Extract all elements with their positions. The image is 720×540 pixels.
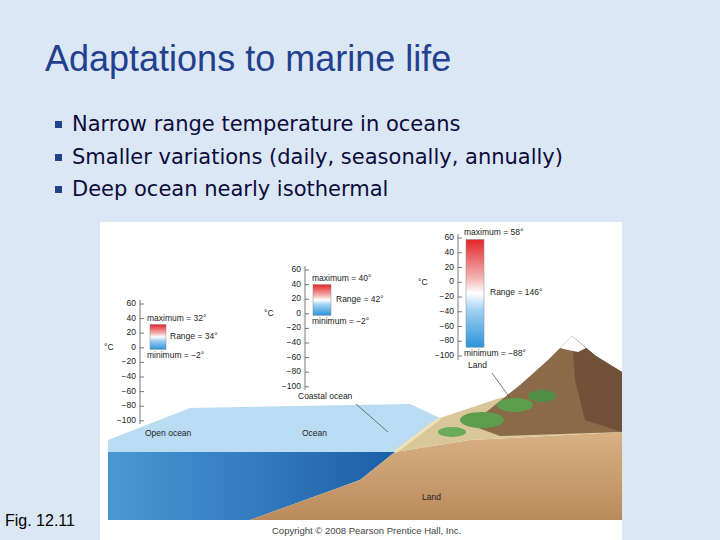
tick-label: 60	[292, 265, 301, 275]
bullet-text: Narrow range temperature in oceans	[72, 112, 460, 136]
minimum-label: minimum = −88°	[464, 349, 526, 359]
temperature-axis	[305, 266, 309, 390]
vegetation	[528, 390, 556, 402]
tick-label: 20	[127, 328, 136, 338]
bullet-marker	[55, 186, 62, 193]
region-label: Coastal ocean	[298, 392, 352, 402]
temperature-axis	[458, 234, 462, 360]
range-bar	[313, 285, 331, 316]
tick-label: −100	[435, 351, 454, 361]
region-label: Ocean	[302, 429, 327, 439]
tick-label: −40	[287, 338, 301, 348]
tick-label: −80	[440, 336, 454, 346]
tick-label: 60	[127, 299, 136, 309]
tick-label: −60	[122, 387, 136, 397]
tick-label: −80	[122, 401, 136, 411]
region-label: Land	[422, 493, 441, 503]
bullet-text: Deep ocean nearly isothermal	[72, 177, 388, 201]
temperature-axis	[140, 300, 144, 424]
leader-line	[356, 404, 388, 432]
tick-label: −20	[122, 357, 136, 367]
snow-cap	[560, 336, 586, 352]
range-label: Range = 146°	[490, 288, 542, 298]
tick-label: 60	[445, 233, 454, 243]
maximum-label: maximum = 32°	[147, 314, 206, 324]
unit-label: °C	[264, 309, 274, 319]
maximum-label: maximum = 40°	[312, 274, 371, 284]
tick-label: 0	[449, 277, 454, 287]
tick-label: −20	[440, 292, 454, 302]
tick-label: −60	[440, 322, 454, 332]
range-label: Range = 34°	[170, 332, 218, 342]
tick-label: −40	[122, 372, 136, 382]
tick-label: 40	[445, 248, 454, 258]
ocean-surface	[108, 404, 440, 452]
beach	[395, 418, 440, 452]
leader-line	[492, 373, 510, 398]
vegetation	[460, 412, 504, 428]
copyright-note: Copyright © 2008 Pearson Prentice Hall, …	[272, 526, 461, 537]
tick-label: 40	[292, 280, 301, 290]
vegetation	[438, 427, 466, 437]
range-bar	[150, 324, 166, 349]
tick-label: −100	[117, 416, 136, 426]
maximum-label: maximum = 58°	[464, 228, 523, 238]
unit-label: °C	[418, 278, 428, 288]
tick-label: 0	[131, 343, 136, 353]
minimum-label: minimum = −2°	[312, 317, 369, 327]
tick-label: −20	[287, 323, 301, 333]
tick-label: 20	[445, 263, 454, 273]
bullet-marker	[55, 121, 62, 128]
minimum-label: minimum = −2°	[147, 351, 204, 361]
figure-caption: Fig. 12.11	[5, 512, 75, 530]
bullet-text: Smaller variations (daily, seasonally, a…	[72, 145, 563, 169]
tick-label: −40	[440, 307, 454, 317]
slide-title: Adaptations to marine life	[45, 38, 451, 79]
tick-label: 40	[127, 314, 136, 324]
range-label: Range = 42°	[336, 295, 384, 305]
region-label: Open ocean	[145, 429, 191, 439]
tick-label: −60	[287, 353, 301, 363]
range-bar	[466, 240, 484, 348]
unit-label: °C	[104, 343, 114, 353]
figure-panel	[100, 222, 622, 540]
tick-label: −80	[287, 367, 301, 377]
tick-label: −100	[282, 382, 301, 392]
bullet-marker	[55, 154, 62, 161]
region-label: Land	[468, 361, 487, 371]
tick-label: 0	[296, 309, 301, 319]
vegetation	[497, 398, 533, 412]
tick-label: 20	[292, 294, 301, 304]
